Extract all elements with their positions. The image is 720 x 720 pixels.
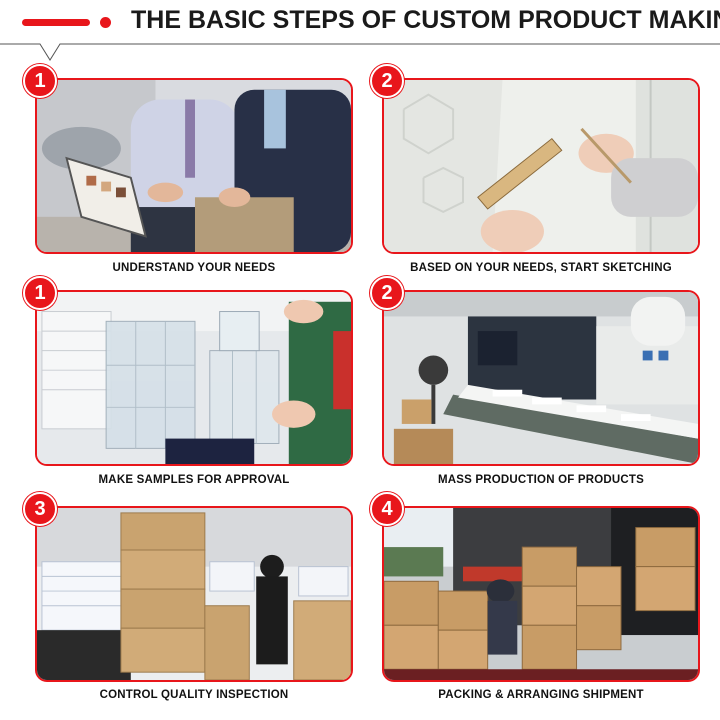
step-badge: 4 (370, 492, 404, 526)
sketching-photo (384, 80, 698, 252)
step-card-factory (382, 290, 700, 466)
step-badge: 2 (370, 276, 404, 310)
step-badge: 3 (23, 492, 57, 526)
header-red-dot (100, 17, 111, 28)
step-caption: BASED ON YOUR NEEDS, START SKETCHING (410, 262, 672, 274)
step-caption: MAKE SAMPLES FOR APPROVAL (98, 474, 290, 486)
step-card-meeting (35, 78, 353, 254)
step-caption: PACKING & ARRANGING SHIPMENT (438, 689, 644, 701)
step-caption: CONTROL QUALITY INSPECTION (99, 689, 289, 701)
samples-photo (37, 292, 351, 464)
step-caption: MASS PRODUCTION OF PRODUCTS (437, 474, 644, 486)
step-caption: UNDERSTAND YOUR NEEDS (112, 262, 276, 274)
step-card-samples (35, 290, 353, 466)
page-header: THE BASIC STEPS OF CUSTOM PRODUCT MAKING (0, 0, 720, 62)
warehouse-photo (37, 508, 351, 680)
step-badge: 1 (23, 276, 57, 310)
step-badge: 2 (370, 64, 404, 98)
step-card-warehouse (35, 506, 353, 682)
meeting-photo (37, 80, 351, 252)
header-red-bar (22, 19, 90, 26)
factory-photo (384, 292, 698, 464)
step-card-sketching (382, 78, 700, 254)
shipping-photo (384, 508, 698, 680)
step-card-shipping (382, 506, 700, 682)
step-badge: 1 (23, 64, 57, 98)
page-title: THE BASIC STEPS OF CUSTOM PRODUCT MAKING (131, 6, 720, 34)
header-divider (0, 43, 720, 61)
